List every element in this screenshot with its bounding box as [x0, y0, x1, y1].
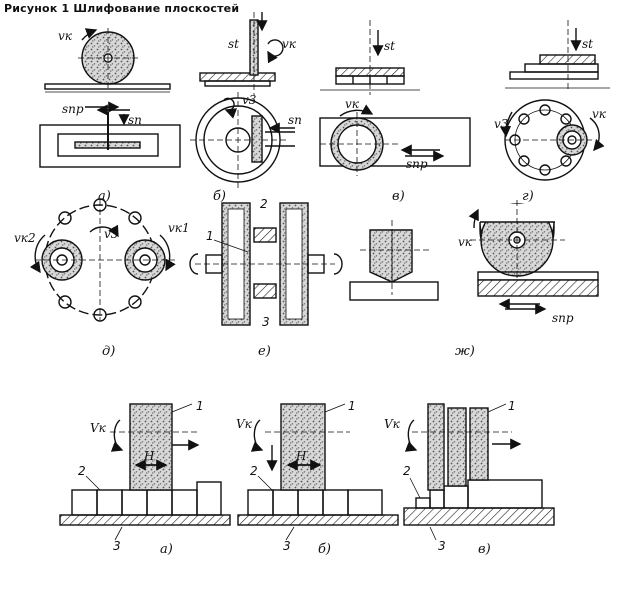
label-3-bottom-v: 3 — [438, 539, 446, 553]
caption-b: б) — [213, 189, 226, 204]
label-h-bottom-b: H — [295, 449, 307, 463]
diagram-b — [190, 12, 295, 188]
caption-g: г) — [522, 189, 534, 204]
label-vk-zh: vк — [458, 235, 473, 249]
diagram-bottom-v — [403, 403, 555, 541]
label-2-e: 2 — [260, 197, 268, 211]
caption-v: в) — [392, 189, 405, 204]
label-vk-v: vк — [345, 97, 360, 111]
label-1-bottom-v: 1 — [508, 399, 516, 413]
label-snp-zh: sпр — [552, 311, 574, 325]
label-h-bottom-a: H — [143, 449, 155, 463]
label-vk2-d: vк2 — [14, 231, 36, 245]
label-snp-a: sпр — [62, 102, 84, 116]
label-2-bottom-v: 2 — [403, 464, 411, 478]
label-v3-d: v3 — [104, 227, 119, 241]
diagram-zh — [349, 200, 599, 315]
diagram-v — [319, 20, 471, 176]
caption-a: а) — [98, 189, 111, 204]
label-st-g: st — [582, 37, 593, 51]
label-vk-a: vк — [58, 29, 73, 43]
figure-title: Рисунок 1 Шлифование плоскостей — [4, 2, 240, 15]
label-snp-v: sпр — [406, 157, 428, 171]
caption-zh: ж) — [455, 344, 475, 359]
caption-e: е) — [258, 344, 271, 359]
label-st-v: st — [384, 39, 395, 53]
caption-bottom-b: б) — [318, 542, 331, 557]
label-v3-b: v3 — [242, 93, 257, 107]
label-2-bottom-a: 2 — [78, 464, 86, 478]
diagram-bottom-b — [237, 403, 399, 541]
label-vk-bottom-v: Vк — [384, 417, 401, 431]
label-st-b: st — [228, 37, 239, 51]
label-3-e: 3 — [262, 315, 270, 329]
label-v3-g: v3 — [494, 117, 509, 131]
label-vk-g: vк — [592, 107, 607, 121]
label-1-bottom-b: 1 — [348, 399, 356, 413]
label-1-e: 1 — [206, 229, 214, 243]
label-vk-bottom-b: Vк — [236, 417, 253, 431]
label-vk-bottom-a: Vк — [90, 421, 107, 435]
caption-d: д) — [102, 344, 115, 359]
label-1-bottom-a: 1 — [196, 399, 204, 413]
label-sn-b: sп — [288, 113, 302, 127]
label-vk1-d: vк1 — [168, 221, 190, 235]
label-sn-a: sп — [128, 113, 142, 127]
diagram-e — [189, 202, 343, 326]
label-3-bottom-a: 3 — [113, 539, 121, 553]
label-vk-b: vк — [282, 37, 297, 51]
caption-bottom-a: а) — [160, 542, 173, 557]
label-3-bottom-b: 3 — [283, 539, 291, 553]
diagram-d — [29, 198, 176, 322]
label-2-bottom-b: 2 — [250, 464, 258, 478]
diagram-a — [39, 28, 181, 168]
diagram-labels: vк sпр sп а) st vк v3 sп б) st vк sпр в)… — [14, 29, 607, 557]
diagram-g — [499, 20, 610, 181]
diagram-bottom-a — [59, 403, 231, 541]
caption-bottom-v: в) — [478, 542, 491, 557]
